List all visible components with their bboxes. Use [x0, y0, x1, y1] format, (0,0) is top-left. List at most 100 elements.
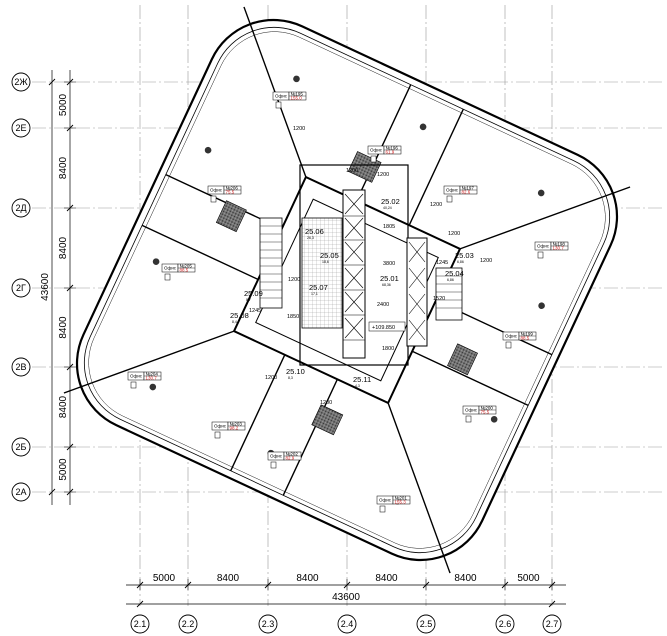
svg-text:68,36: 68,36 — [382, 283, 391, 287]
svg-text:2Д: 2Д — [15, 203, 26, 213]
svg-text:4,3: 4,3 — [355, 384, 360, 388]
svg-text:2.2: 2.2 — [182, 619, 195, 629]
dim-bottom-4: 8400 — [454, 573, 477, 584]
svg-text:8,7: 8,7 — [246, 298, 251, 302]
svg-text:1200: 1200 — [480, 258, 492, 264]
shaft-east — [447, 343, 478, 376]
stair-west — [259, 217, 283, 309]
svg-text:25.01: 25.01 — [380, 274, 399, 283]
svg-text:3800: 3800 — [383, 261, 395, 267]
svg-text:№200: №200 — [481, 406, 494, 411]
axis-bubble-2Г: 2Г — [11, 278, 31, 298]
dim-left-4: 8400 — [58, 395, 69, 418]
dim-bottom-3: 8400 — [375, 573, 398, 584]
svg-text:26,3: 26,3 — [307, 236, 314, 240]
axis-bubble-2А: 2А — [11, 482, 31, 502]
core-detail: +109.850 — [259, 164, 463, 366]
svg-text:155.0: 155.0 — [291, 96, 303, 101]
shaft-west — [215, 200, 247, 233]
svg-text:6,86: 6,86 — [457, 260, 464, 264]
room-25-08: 25.088,4 — [230, 311, 249, 324]
svg-text:8,4: 8,4 — [232, 320, 237, 324]
svg-text:№201: №201 — [395, 496, 408, 501]
svg-text:1200: 1200 — [448, 231, 460, 237]
dim-left-3: 8400 — [58, 316, 69, 339]
svg-text:17,1: 17,1 — [311, 292, 318, 296]
svg-text:25.09: 25.09 — [244, 289, 263, 298]
dim-left-0: 5000 — [58, 93, 69, 116]
small-dimensions: 1200 1200 1200 1200 1200 1200 1200 1200 … — [249, 126, 492, 406]
axis-bubble-2.5: 2.5 — [416, 614, 436, 634]
svg-text:2В: 2В — [15, 362, 26, 372]
svg-text:2.7: 2.7 — [546, 619, 559, 629]
axis-bubble-2.3: 2.3 — [258, 614, 278, 634]
room-25-11: 25.114,3 — [353, 375, 371, 388]
dim-left-5: 5000 — [58, 458, 69, 481]
dim-bottom-2: 8400 — [296, 573, 319, 584]
svg-text:155.3: 155.3 — [395, 500, 407, 505]
dim-bottom-total: 43600 — [332, 592, 360, 603]
svg-text:25.02: 25.02 — [381, 197, 400, 206]
svg-text:75.5: 75.5 — [226, 190, 235, 195]
svg-text:2.5: 2.5 — [420, 619, 433, 629]
svg-text:1200: 1200 — [346, 168, 358, 174]
svg-text:№197: №197 — [462, 186, 475, 191]
axis-bubble-2Б: 2Б — [11, 437, 31, 457]
svg-text:1850: 1850 — [287, 314, 299, 320]
svg-text:25.06: 25.06 — [305, 227, 324, 236]
svg-text:1200: 1200 — [377, 172, 389, 178]
svg-text:25.11: 25.11 — [353, 375, 371, 384]
dim-bottom-1: 8400 — [217, 573, 240, 584]
svg-text:1200: 1200 — [265, 375, 277, 381]
svg-text:1245: 1245 — [436, 260, 448, 266]
svg-text:18,6: 18,6 — [322, 260, 329, 264]
svg-text:Офис: Офис — [270, 454, 283, 459]
window-line — [88, 31, 606, 549]
svg-text:Офис: Офис — [214, 424, 227, 429]
svg-text:2.1: 2.1 — [134, 619, 147, 629]
svg-text:1520: 1520 — [433, 296, 445, 302]
svg-text:Офис: Офис — [379, 498, 392, 503]
svg-text:2400: 2400 — [377, 302, 389, 308]
room-25-03: 25.036,86 — [455, 251, 474, 264]
svg-text:Офис: Офис — [505, 334, 518, 339]
svg-text:61.9: 61.9 — [386, 150, 395, 155]
svg-text:2.6: 2.6 — [499, 619, 512, 629]
svg-text:2Г: 2Г — [16, 283, 26, 293]
dim-left-total: 43600 — [40, 273, 51, 301]
svg-text:2Е: 2Е — [15, 123, 26, 133]
svg-text:25.10: 25.10 — [286, 367, 305, 376]
svg-text:Офис: Офис — [210, 188, 223, 193]
toilets-block — [301, 217, 343, 329]
svg-text:88.5: 88.5 — [180, 268, 189, 273]
outer-wall-inner-line — [83, 26, 611, 554]
svg-text:98.2: 98.2 — [230, 426, 239, 431]
svg-text:25.07: 25.07 — [309, 283, 328, 292]
svg-text:6,86: 6,86 — [447, 278, 454, 282]
svg-text:25.04: 25.04 — [445, 269, 464, 278]
dim-bottom-5: 5000 — [517, 573, 540, 584]
svg-text:2А: 2А — [15, 487, 26, 497]
axis-bubble-2Е: 2Е — [11, 118, 31, 138]
svg-text:1245: 1245 — [249, 308, 261, 314]
